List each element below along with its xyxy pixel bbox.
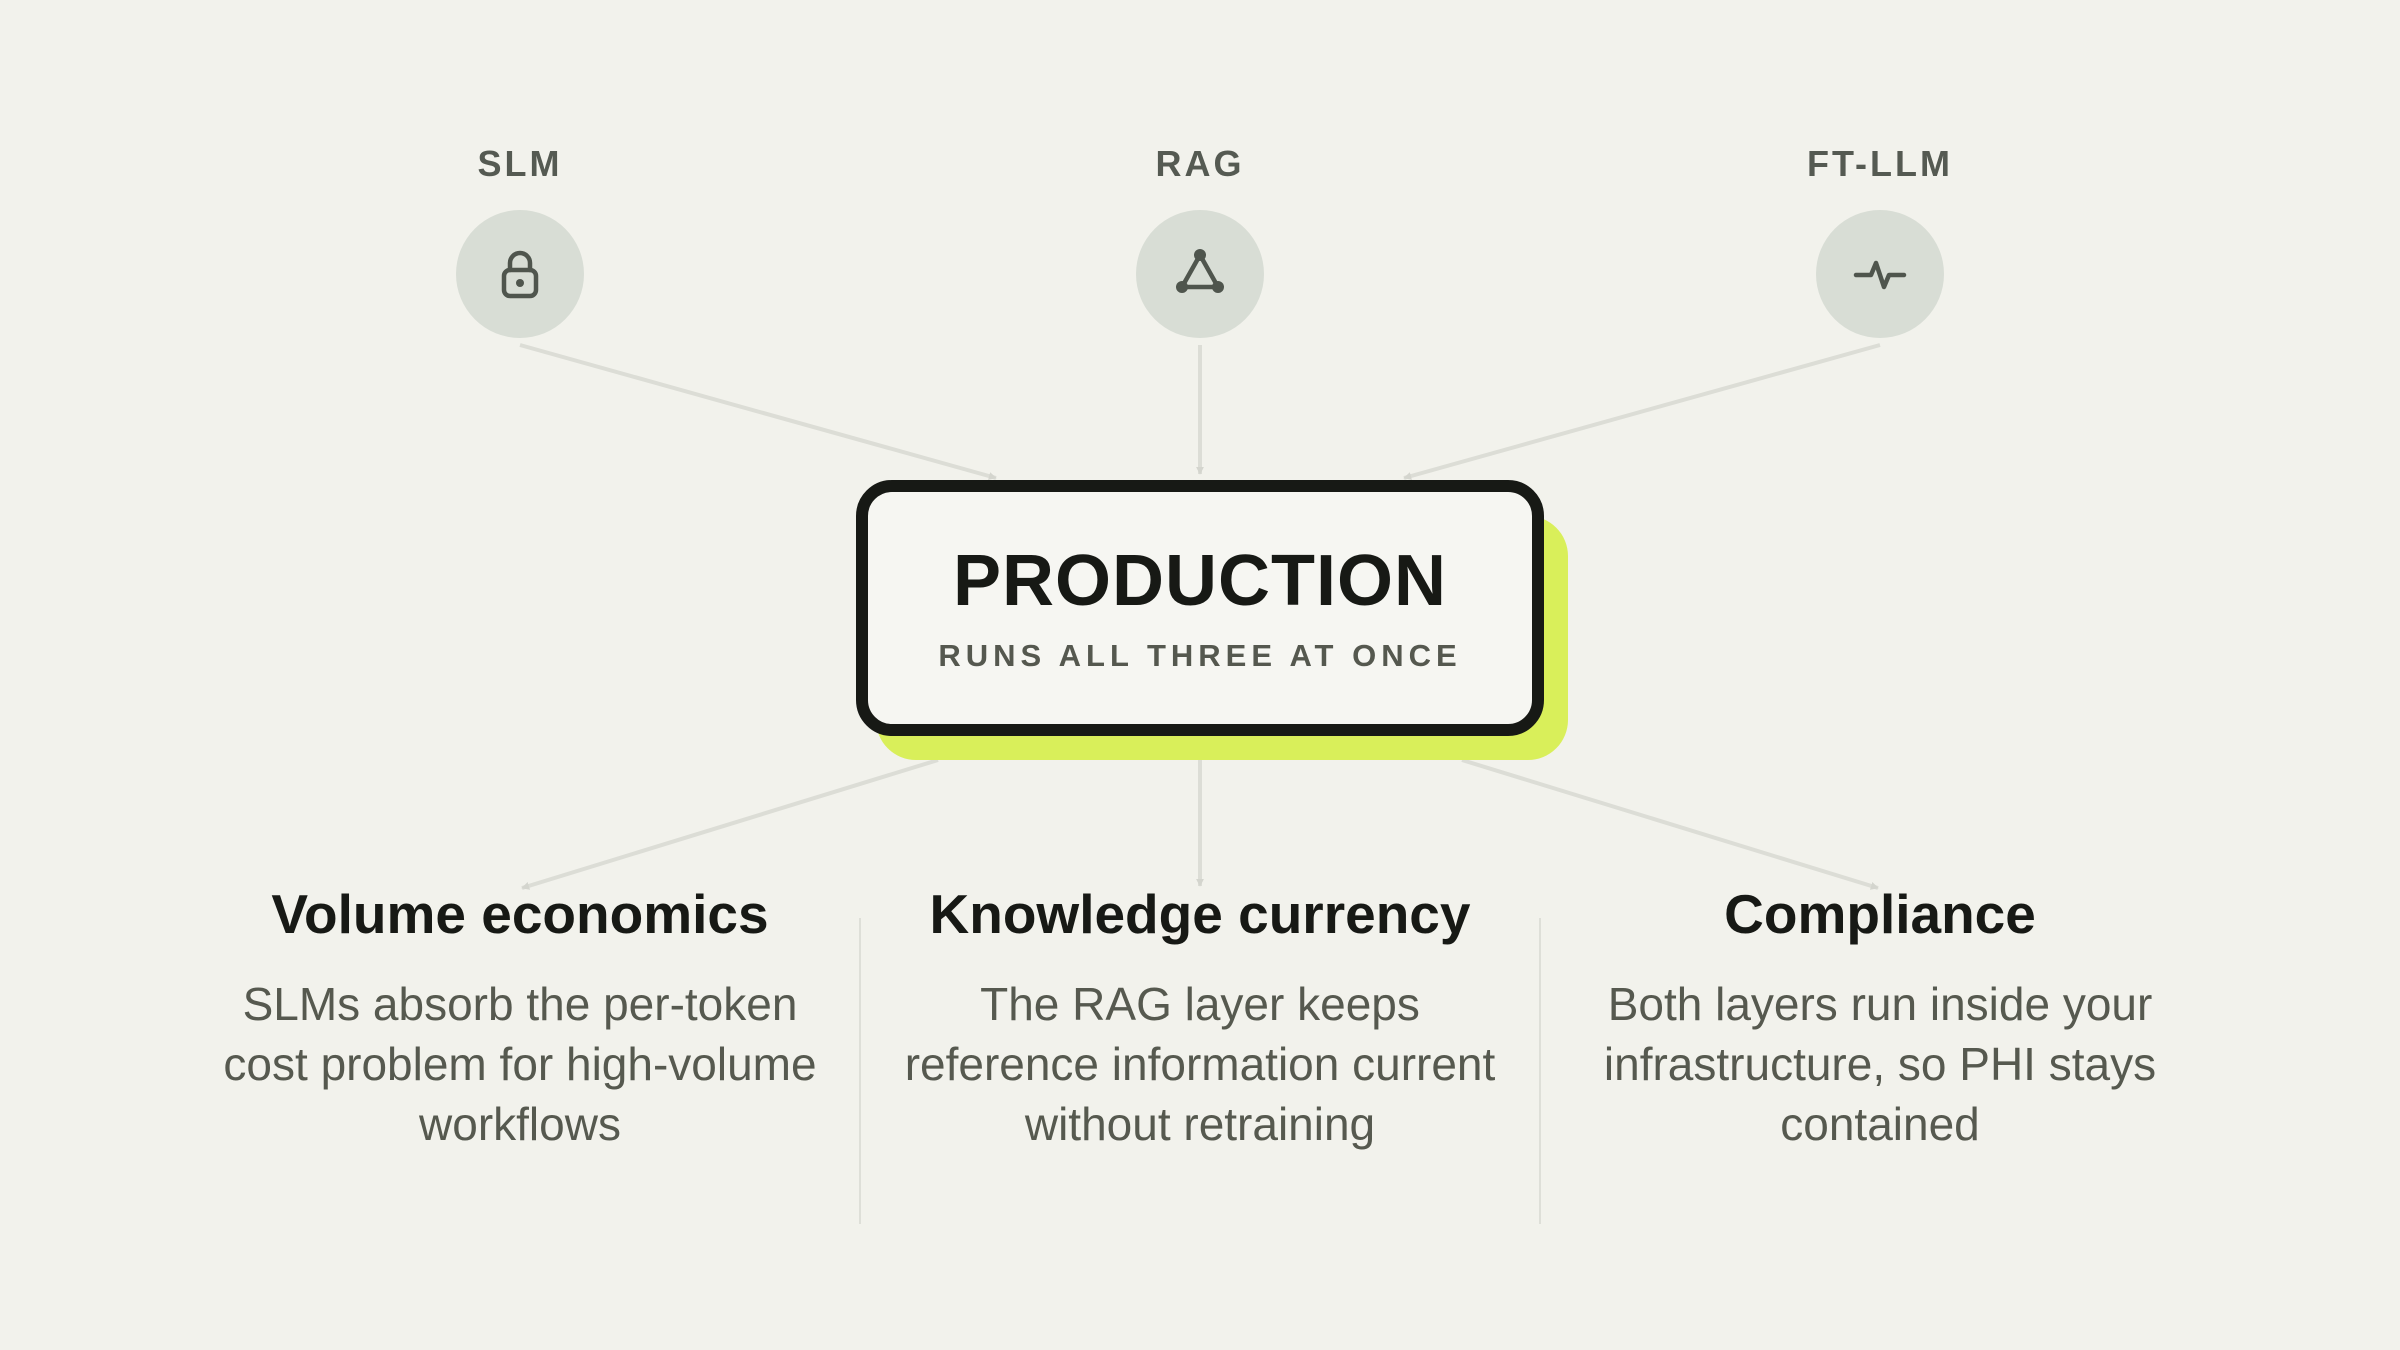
outcome-description: Both layers run inside your infrastructu… <box>1603 978 2157 1150</box>
source-rag: RAG <box>1000 142 1400 338</box>
graph-nodes-icon <box>1176 249 1224 293</box>
arrow-production-to-compliance <box>1461 758 1879 890</box>
pulse-icon <box>1853 260 1907 290</box>
source-label-rag: RAG <box>1155 143 1245 184</box>
arrow-ftllm-to-production <box>1403 343 1881 480</box>
outcome-knowledge-currency: Knowledge currency The RAG layer keeps r… <box>880 880 1520 1154</box>
outcome-compliance: Compliance Both layers run inside your i… <box>1560 880 2200 1154</box>
arrow-slm-to-production <box>519 343 997 480</box>
outcome-title: Volume economics <box>271 883 769 945</box>
outcome-description: SLMs absorb the per-token cost problem f… <box>223 978 817 1150</box>
production-card: PRODUCTION RUNS ALL THREE AT ONCE <box>856 480 1544 736</box>
source-badge-slm <box>456 210 584 338</box>
production-subtitle: RUNS ALL THREE AT ONCE <box>938 638 1462 673</box>
arrow-production-to-volume <box>521 758 939 890</box>
column-divider <box>1539 918 1541 1224</box>
outcome-volume-economics: Volume economics SLMs absorb the per-tok… <box>200 880 840 1154</box>
column-divider <box>859 918 861 1224</box>
source-label-ftllm: FT-LLM <box>1807 143 1953 184</box>
outcome-description: The RAG layer keeps reference informatio… <box>904 978 1496 1150</box>
source-label-slm: SLM <box>477 143 563 184</box>
lock-icon <box>501 250 539 299</box>
source-ftllm: FT-LLM <box>1680 142 2080 338</box>
source-badge-ftllm <box>1816 210 1944 338</box>
outcome-title: Compliance <box>1724 883 2036 945</box>
source-badge-rag <box>1136 210 1264 338</box>
source-slm: SLM <box>320 142 720 338</box>
outcome-title: Knowledge currency <box>929 883 1471 945</box>
production-title: PRODUCTION <box>953 541 1447 621</box>
